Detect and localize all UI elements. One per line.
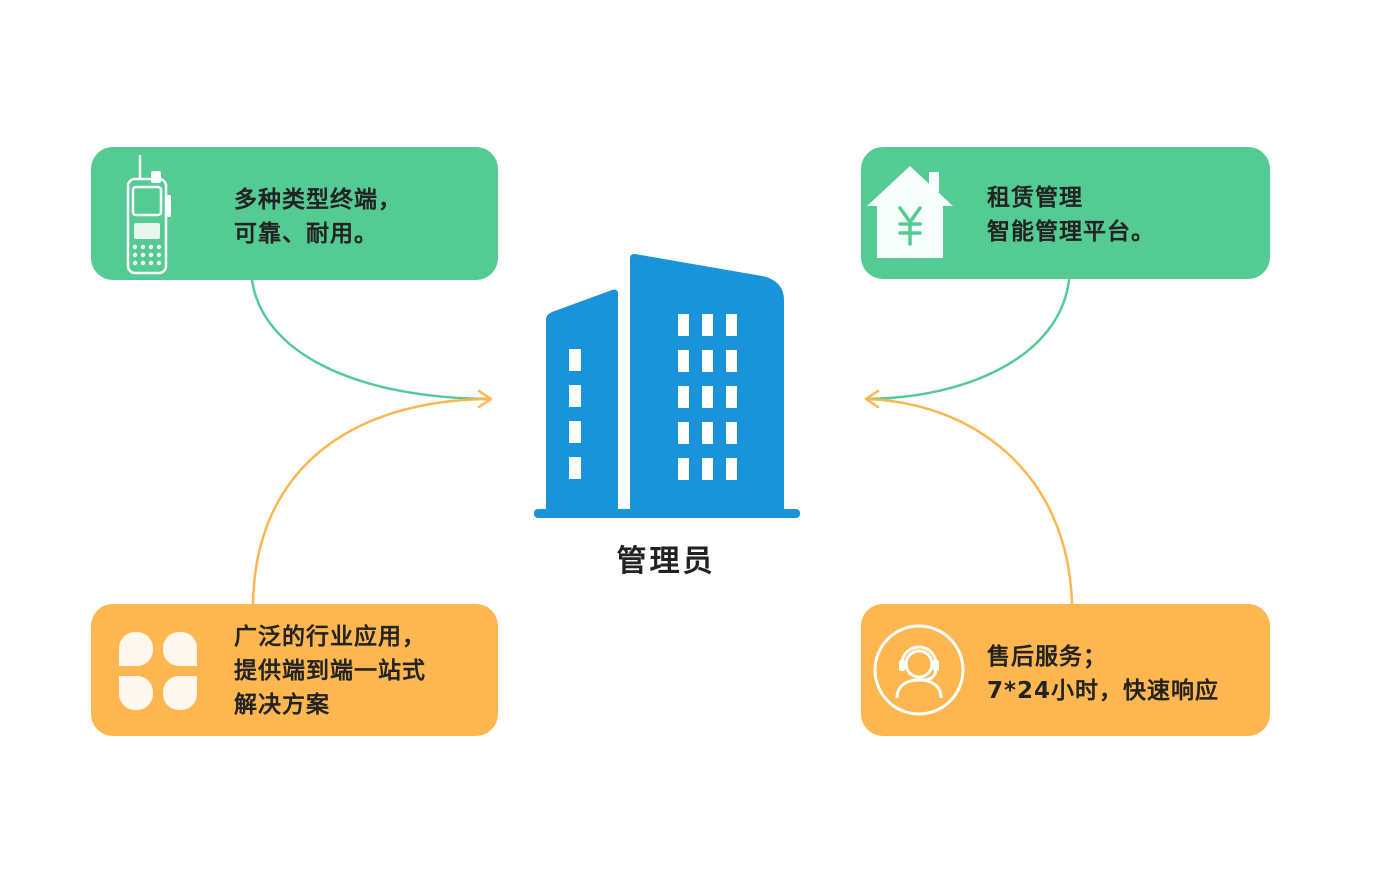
card-rental-management-text: 租赁管理 智能管理平台。 xyxy=(987,181,1155,249)
card-line: 售后服务； xyxy=(987,644,1107,670)
connector-top-left xyxy=(250,278,492,401)
card-terminals: 多种类型终端， 可靠、耐用。 xyxy=(91,147,498,280)
card-terminals-text: 多种类型终端， 可靠、耐用。 xyxy=(234,183,402,251)
card-line: 智能管理平台。 xyxy=(987,219,1155,245)
house-yuan-icon xyxy=(867,166,953,258)
center-label: 管理员 xyxy=(616,544,716,579)
card-line: 租赁管理 xyxy=(987,185,1083,211)
card-line: 可靠、耐用。 xyxy=(234,221,378,247)
card-industry-applications: 广泛的行业应用， 提供端到端一站式 解决方案 xyxy=(91,604,498,736)
card-rental-management: 租赁管理 智能管理平台。 xyxy=(861,147,1270,279)
card-line: 广泛的行业应用， xyxy=(234,624,426,650)
office-building-icon xyxy=(534,254,800,518)
connector-bottom-right xyxy=(864,397,1074,606)
arrowhead-left xyxy=(477,389,493,409)
arrowhead-right xyxy=(864,389,880,409)
headset-agent-icon xyxy=(873,624,965,716)
card-line: 多种类型终端， xyxy=(234,187,402,213)
card-industry-applications-text: 广泛的行业应用， 提供端到端一站式 解决方案 xyxy=(234,620,426,722)
connector-bottom-left xyxy=(251,397,492,606)
card-line: 7*24小时，快速响应 xyxy=(987,678,1220,704)
walkie-talkie-icon xyxy=(126,155,171,275)
card-line: 提供端到端一站式 xyxy=(234,658,426,684)
card-line: 解决方案 xyxy=(234,692,330,718)
connector-top-right xyxy=(864,278,1071,401)
card-after-sales: 售后服务； 7*24小时，快速响应 xyxy=(861,604,1270,736)
card-after-sales-text: 售后服务； 7*24小时，快速响应 xyxy=(987,640,1219,708)
four-petal-icon xyxy=(119,632,197,710)
